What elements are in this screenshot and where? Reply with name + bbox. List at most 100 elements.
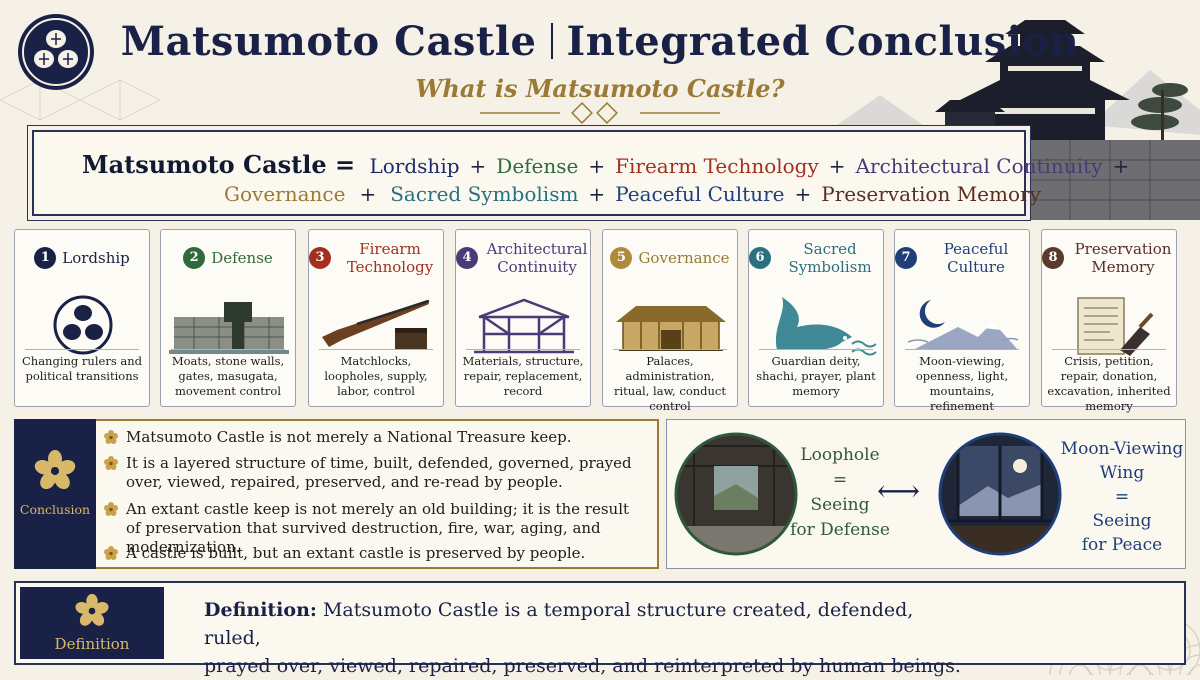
card-title: Lordship <box>62 249 130 267</box>
formula-term: Preservation Memory <box>821 182 1041 206</box>
card-number: 8 <box>1042 247 1064 269</box>
card-defense: 2 Defense Moats, stone walls, gates, masu… <box>160 229 296 407</box>
conclusion-bullet: It is a layered structure of time, built… <box>104 454 644 492</box>
formula-panel: Matsumoto Castle = Lordship+Defense+Fire… <box>32 130 1129 216</box>
conclusion-badge: Conclusion <box>14 419 96 569</box>
caption-line: for Peace <box>1081 535 1163 555</box>
card-title: Sacred Symbolism <box>788 240 872 276</box>
page-title: Matsumoto Castle Integrated Conclusion <box>0 18 1200 65</box>
stone-wall-gate-icon <box>169 302 289 354</box>
double-arrow-icon: ⟷ <box>877 474 921 509</box>
mon-crest-icon <box>53 295 113 355</box>
caption-line: Wing <box>1099 463 1145 483</box>
card-firearm-technology: 3 Firearm Technology Matchlocks, loophole… <box>308 229 444 407</box>
conclusion-panel <box>14 419 659 569</box>
conclusion-bullet: Matsumoto Castle is not merely a Nationa… <box>104 428 644 447</box>
card-divider <box>171 349 285 350</box>
card-number: 3 <box>309 247 331 269</box>
card-divider <box>1052 349 1166 350</box>
caption-line: Moon-Viewing <box>1060 439 1184 459</box>
card-title: Firearm Technology <box>346 240 434 276</box>
sakura-icon <box>34 450 76 490</box>
timber-frame-icon <box>474 298 574 354</box>
bullet-text: It is a layered structure of time, built… <box>126 454 632 491</box>
title-sub: Integrated Conclusion <box>566 18 1080 65</box>
plus-sign: + <box>828 154 846 178</box>
scroll-trowel-icon <box>1077 297 1154 356</box>
definition-panel <box>14 581 1186 665</box>
flower-bullet-icon <box>104 546 118 560</box>
caption-line: = <box>1114 487 1130 507</box>
formula-term: Firearm Technology <box>615 154 819 178</box>
loophole-caption: Loophole = Seeing for Defense <box>790 443 890 543</box>
card-description: Moats, stone walls, gates, masugata, mov… <box>171 354 285 398</box>
plus-sign: + <box>469 154 487 178</box>
card-title: Governance <box>638 249 730 267</box>
definition-lead: Definition: <box>204 599 317 621</box>
conclusion-label: Conclusion <box>19 502 91 517</box>
card-number: 7 <box>895 247 917 269</box>
caption-line: Loophole <box>800 445 880 465</box>
card-divider <box>759 349 873 350</box>
card-number: 5 <box>610 247 633 269</box>
card-divider <box>25 349 139 350</box>
card-description: Changing rulers and political transition… <box>22 354 142 383</box>
card-divider <box>466 349 580 350</box>
plus-sign: + <box>794 182 812 206</box>
card-sacred-symbolism: 6 Sacred Symbolism Guardian deity, shachi… <box>748 229 884 407</box>
card-number: 4 <box>456 247 478 269</box>
plus-sign: + <box>588 182 606 206</box>
caption-line: Seeing <box>1092 511 1152 531</box>
formula-term: Peaceful Culture <box>615 182 785 206</box>
card-title: Preservation Memory <box>1074 240 1172 276</box>
title-main: Matsumoto Castle <box>120 18 537 65</box>
flower-bullet-icon <box>104 502 118 516</box>
formula-term: Governance <box>224 182 346 206</box>
flower-bullet-icon <box>104 456 118 470</box>
card-peaceful-culture: 7 Peaceful Culture Moon-viewing, openness… <box>894 229 1030 413</box>
title-divider <box>550 23 553 59</box>
card-divider <box>905 349 1019 350</box>
formula-term: Architectural Continuity <box>855 154 1103 178</box>
card-lordship: 1 Lordship Changing rulers and political … <box>14 229 150 407</box>
card-preservation-memory: 8 Preservation Memory Crisis, petition, r… <box>1041 229 1177 413</box>
plus-sign: + <box>1112 154 1130 178</box>
card-title: Architectural Continuity <box>486 240 588 276</box>
bullet-text: An extant castle keep is not merely an o… <box>126 500 630 556</box>
formula-term: Defense <box>496 154 579 178</box>
matchlock-gun-icon <box>322 299 430 350</box>
plus-sign: + <box>359 182 377 206</box>
definition-line-2: prayed over, viewed, repaired, preserved… <box>204 655 961 677</box>
formula-lhs: Matsumoto Castle = <box>82 150 356 179</box>
page-subtitle: What is Matsumoto Castle? <box>415 74 785 103</box>
plus-sign: + <box>588 154 606 178</box>
palace-building-icon <box>616 306 726 351</box>
card-title: Defense <box>211 249 273 267</box>
conclusion-bullet: An extant castle keep is not merely an o… <box>104 500 644 557</box>
card-description: Moon-viewing, openness, light, mountains… <box>915 354 1009 413</box>
moon-viewing-caption: Moon-Viewing Wing = Seeing for Peace <box>1060 437 1184 557</box>
card-number: 1 <box>34 247 57 269</box>
definition-line-1: Matsumoto Castle is a temporal structure… <box>204 599 914 649</box>
caption-line: for Defense <box>790 520 890 540</box>
moon-viewing-window-icon <box>938 432 1062 556</box>
caption-line: Seeing <box>810 495 870 515</box>
card-description: Matchlocks, loopholes, supply, labor, co… <box>324 354 428 398</box>
card-description: Crisis, petition, repair, donation, exca… <box>1047 354 1171 413</box>
conclusion-bullet: A castle is built, but an extant castle … <box>104 544 644 563</box>
flower-bullet-icon <box>104 430 118 444</box>
card-divider <box>613 349 727 350</box>
loophole-window-icon <box>674 432 798 556</box>
caption-line: = <box>832 470 848 490</box>
bullet-text: Matsumoto Castle is not merely a Nationa… <box>126 428 572 446</box>
moon-mountain-icon <box>907 300 1019 350</box>
definition-label: Definition <box>54 635 130 653</box>
card-number: 6 <box>749 247 771 269</box>
card-description: Guardian deity, shachi, prayer, plant me… <box>756 354 876 398</box>
definition-text: Definition: Matsumoto Castle is a tempor… <box>204 596 964 680</box>
card-number: 2 <box>183 247 206 269</box>
definition-badge: Definition <box>20 587 164 659</box>
card-title: Peaceful Culture <box>943 240 1009 276</box>
